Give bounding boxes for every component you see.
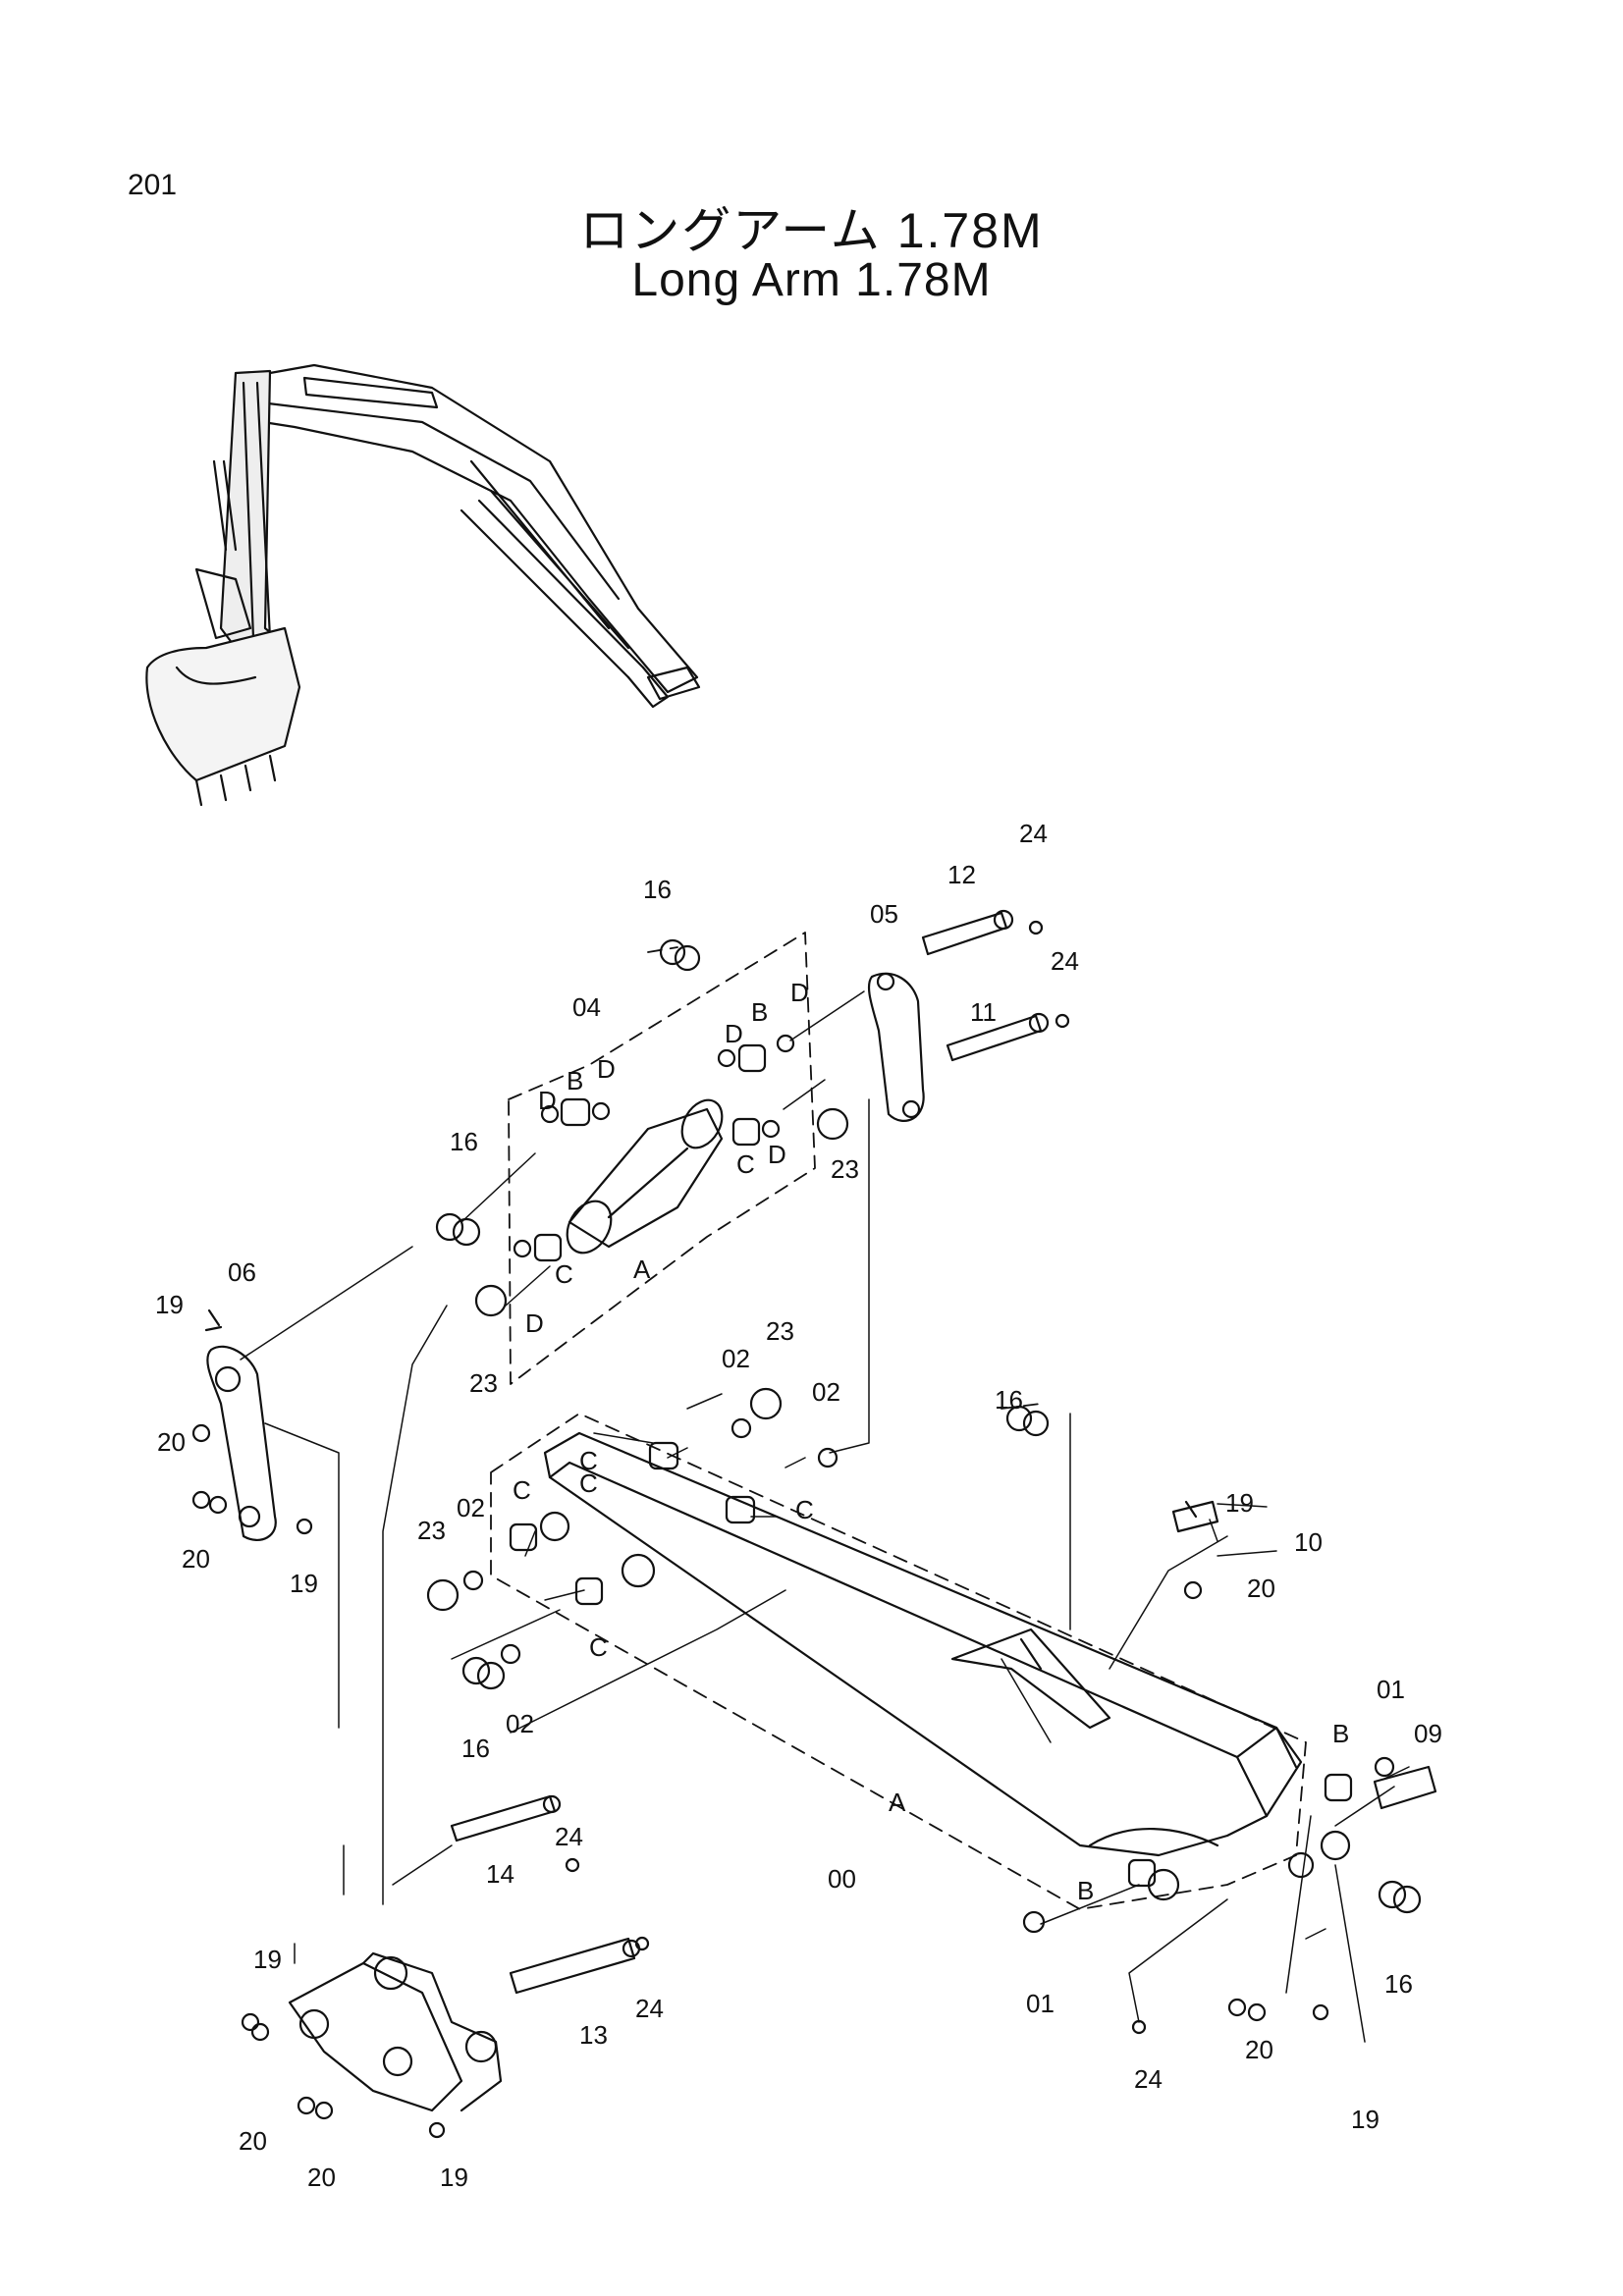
link-plate-part-06 [206, 1345, 277, 1542]
label-D-1: D [790, 978, 809, 1007]
shims-part-16 [435, 938, 1422, 1914]
callout-20-b: 20 [182, 1544, 210, 1574]
callout-13: 13 [579, 2020, 608, 2050]
pins [450, 909, 1437, 1995]
callout-16-right: 16 [995, 1385, 1023, 1415]
label-D-4: D [538, 1086, 557, 1115]
callout-23-d: 23 [417, 1516, 446, 1545]
callout-05: 05 [870, 899, 898, 929]
callout-02-d: 02 [506, 1709, 534, 1738]
callout-01-a: 01 [1377, 1675, 1405, 1704]
callout-16-low: 16 [461, 1734, 490, 1763]
callout-06: 06 [228, 1257, 256, 1287]
page-number: 201 [128, 169, 178, 201]
callout-19-c: 19 [1225, 1488, 1254, 1518]
callout-01-b: 01 [1026, 1989, 1055, 2018]
label-D-5: D [768, 1140, 786, 1169]
callout-24-c: 24 [1134, 2064, 1163, 2094]
callout-16-mid: 16 [450, 1127, 478, 1156]
link-plate-part-05 [867, 972, 925, 1122]
callout-20-c: 20 [1247, 1574, 1275, 1603]
label-C-4: C [795, 1495, 814, 1524]
callout-16-far-right: 16 [1384, 1969, 1413, 1999]
title-english: Long Arm 1.78M [631, 254, 992, 306]
callout-02-b: 02 [812, 1377, 840, 1407]
callout-09: 09 [1414, 1719, 1442, 1748]
callout-20-a: 20 [157, 1427, 186, 1457]
callout-02-a: 02 [722, 1344, 750, 1373]
label-C-2: C [555, 1259, 573, 1289]
leader-lines [240, 990, 1410, 2043]
title-japanese: ロングアーム 1.78M [579, 203, 1044, 258]
callout-19-a: 19 [155, 1290, 184, 1319]
label-D-6: D [525, 1308, 544, 1338]
callout-10: 10 [1294, 1527, 1323, 1557]
label-C-3: C [579, 1446, 598, 1475]
callout-11: 11 [970, 997, 997, 1027]
link-assembly-part-04 [566, 1098, 724, 1255]
label-C-6: C [589, 1632, 608, 1662]
label-B-3: B [1332, 1719, 1349, 1748]
assembly-boundaries [490, 932, 1307, 1910]
callout-24-b: 24 [1051, 946, 1079, 976]
callout-24-e: 24 [635, 1994, 664, 2023]
callout-20-d: 20 [1245, 2035, 1273, 2064]
callout-02-c: 02 [457, 1493, 485, 1522]
label-B-4: B [1077, 1876, 1094, 1905]
o-rings-part-23 [426, 1107, 849, 1612]
callout-20-e: 20 [239, 2126, 267, 2156]
callout-19-e: 19 [253, 1945, 282, 1974]
callout-24-d: 24 [555, 1822, 583, 1851]
callout-labels: 04 16 05 12 24 24 11 D B D D B D C D 23 … [155, 819, 1442, 2192]
label-A-1: A [633, 1255, 651, 1284]
callout-14: 14 [486, 1859, 514, 1889]
arm-body-part-00 [539, 1431, 1351, 1901]
callout-23-b: 23 [469, 1368, 498, 1398]
label-D-2: D [725, 1019, 743, 1048]
label-B-1: B [751, 997, 768, 1027]
callout-24-a: 24 [1019, 819, 1048, 848]
callout-19-d: 19 [1351, 2105, 1380, 2134]
label-D-3: D [597, 1054, 616, 1084]
excavator-overview-illustration [145, 363, 701, 807]
label-B-2: B [567, 1066, 583, 1095]
callout-12: 12 [947, 860, 976, 889]
label-C-5: C [513, 1475, 531, 1505]
label-C-7: C [579, 1468, 598, 1498]
label-C-1: C [736, 1149, 755, 1179]
callout-19-f: 19 [440, 2163, 468, 2192]
callout-20-f: 20 [307, 2163, 336, 2192]
callout-19-b: 19 [290, 1569, 318, 1598]
bucket-bracket-parts-13-14 [288, 1951, 503, 2112]
callout-00: 00 [828, 1864, 856, 1894]
callout-16-upper: 16 [643, 875, 672, 904]
label-A-2: A [889, 1788, 906, 1817]
bushings-and-seals [462, 1034, 1395, 1934]
callout-23-c: 23 [766, 1316, 794, 1346]
bolts-nuts-fittings [191, 920, 1329, 2139]
callout-23-a: 23 [831, 1154, 859, 1184]
callout-04: 04 [572, 992, 601, 1022]
